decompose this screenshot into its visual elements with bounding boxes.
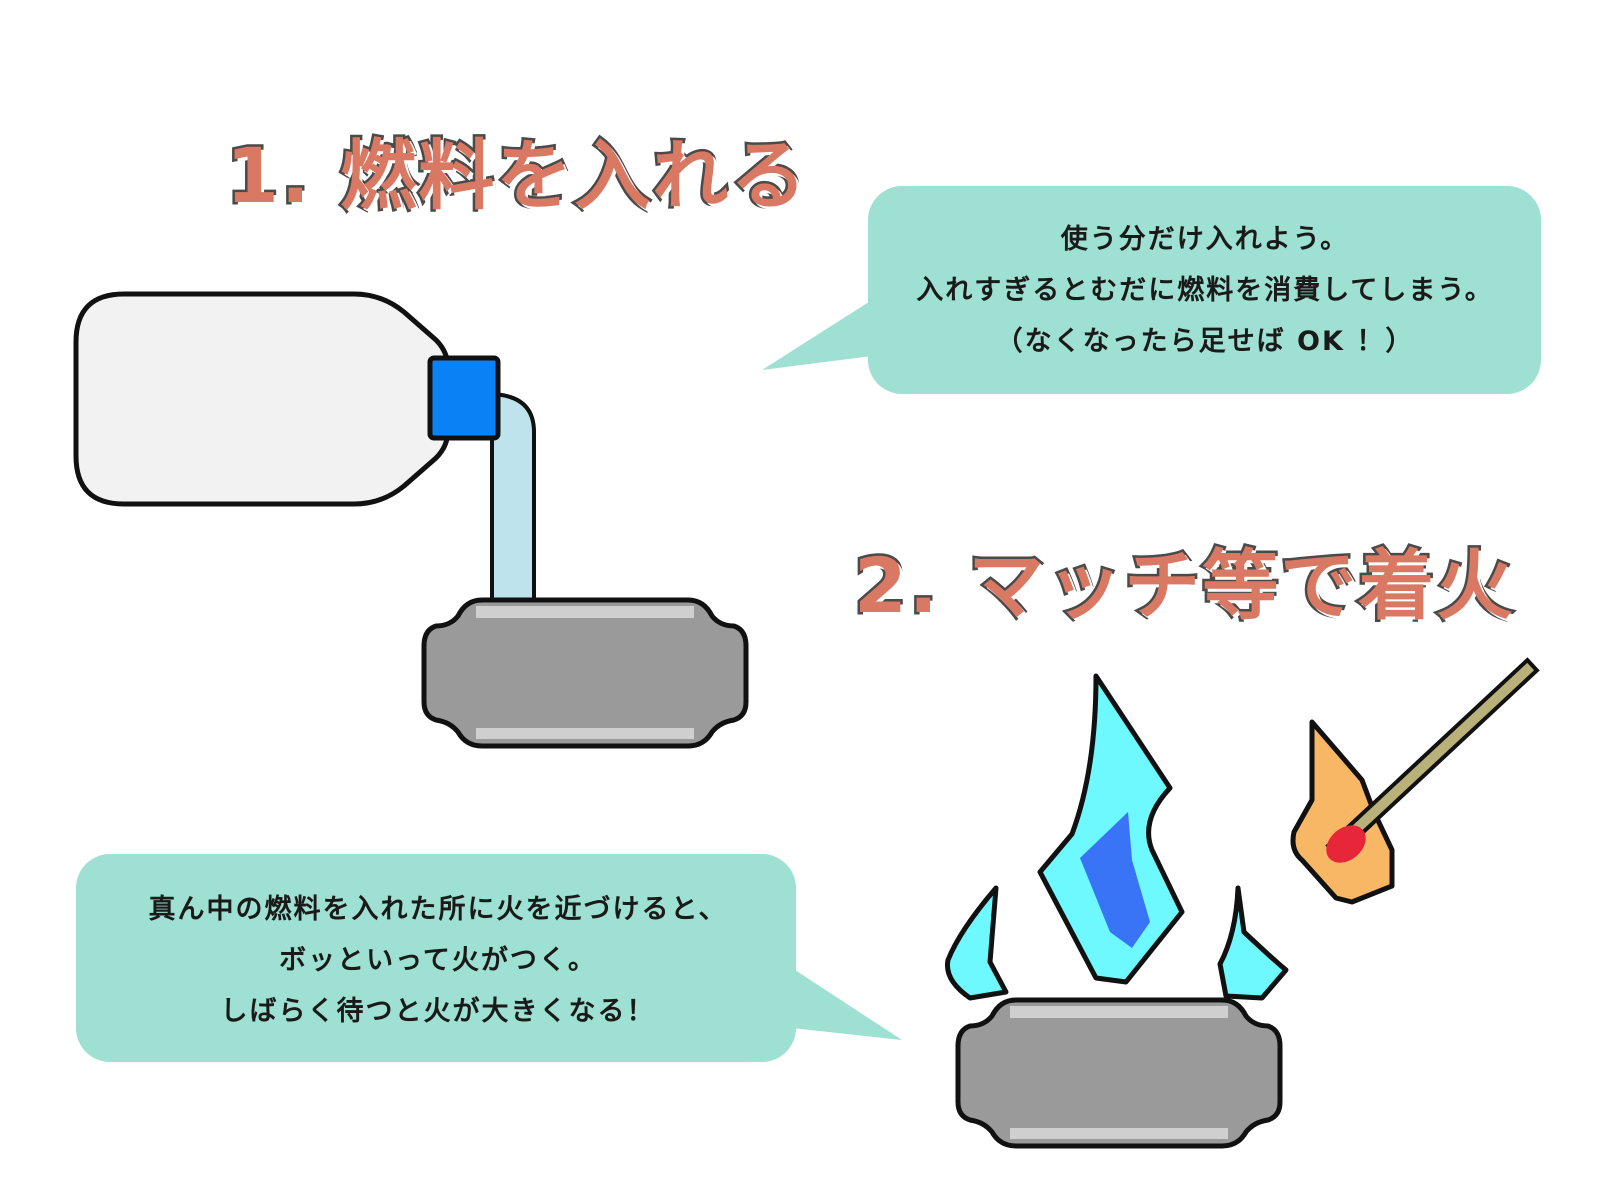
bubble-2-line: ボッといって火がつく。 [279,945,597,976]
burner-bottom-rim [476,728,694,739]
speech-bubble-2-text: 真ん中の燃料を入れた所に火を近づけると、 ボッといって火がつく。 しばらく待つと… [78,884,798,1037]
speech-bubble-2 [76,854,902,1062]
speech-bubble-1 [762,186,1541,394]
left-flame [944,885,1009,1001]
match-stick [1330,662,1535,854]
bubble-1-line: 入れすぎるとむだに燃料を消費してしまう。 [916,275,1494,306]
blue-flame-icon [944,673,1289,1001]
speech-bubble-1-text: 使う分だけ入れよう。 入れすぎるとむだに燃料を消費してしまう。 （なくなったら足… [875,214,1535,367]
bubble-2-line: 真ん中の燃料を入れた所に火を近づけると、 [148,894,728,925]
match-head [1326,825,1366,863]
speech-bubble-2-body [76,854,796,1062]
bubble-1-line: （なくなったら足せば OK ！） [995,326,1415,357]
bubble-1-line: 使う分だけ入れよう。 [1060,224,1350,255]
bubble-2-line: しばらく待つと火が大きくなる！ [220,996,656,1027]
step-2-heading: 2. マッチ等で着火 [851,541,1515,630]
burner-top-rim [476,606,694,618]
fuel-bottle-icon [73,291,501,507]
speech-bubble-2-tail [792,968,902,1040]
lit-match-icon [1290,657,1540,905]
burner-icon [955,997,1283,1149]
main-flame-core [1080,812,1150,948]
speech-bubble-1-tail [762,300,872,370]
match-flame [1290,719,1395,905]
speech-bubble-1-body [868,186,1541,394]
step-1-heading: 1. 燃料を入れる [223,131,809,220]
burner-bottom-rim [1010,1128,1228,1139]
burner-top-rim [1010,1006,1228,1018]
fuel-burner-icon [421,597,749,749]
bottle-cap [427,355,501,441]
right-flame [1217,885,1289,1001]
